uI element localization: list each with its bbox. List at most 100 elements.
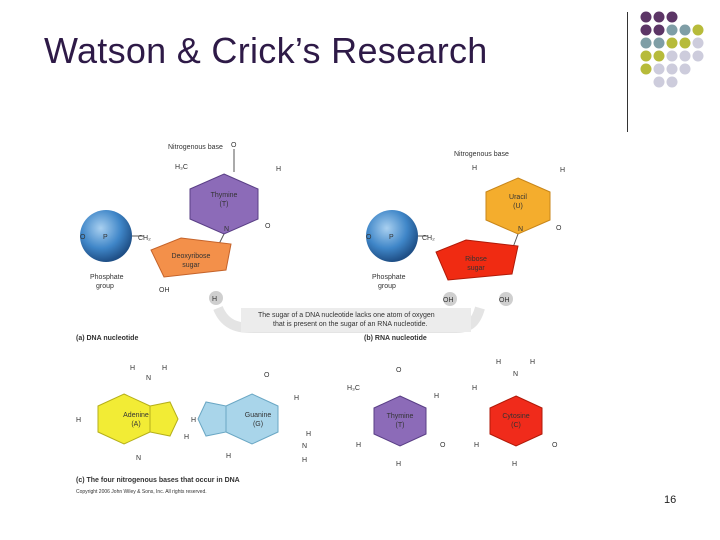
phosphate-label-a-1: Phosphate [90, 274, 124, 281]
decorative-dot [640, 63, 652, 75]
thymine2-abbr: (T) [396, 422, 405, 429]
atom-o: O [264, 372, 270, 379]
atom-h: H [294, 395, 299, 402]
atom-h: H [184, 434, 189, 441]
cytosine-ring [489, 395, 543, 447]
oh-label: OH [443, 297, 454, 304]
decorative-dot [653, 24, 665, 36]
caption-b: (b) RNA nucleotide [364, 335, 427, 342]
atom-h: H [226, 453, 231, 460]
decorative-dot [666, 50, 678, 62]
cytosine-name: Cytosine [502, 413, 529, 420]
caption-a: (a) DNA nucleotide [76, 335, 138, 342]
atom-h: H [306, 431, 311, 438]
atom-h: H [434, 393, 439, 400]
nitrogenous-base-label-b: Nitrogenous base [454, 151, 509, 158]
atom-h: H [472, 385, 477, 392]
divider-line [627, 12, 628, 132]
nucleotide-figure: Nitrogenous base Thymine (T) O H₃C H O N… [66, 132, 577, 496]
phosphate-sphere-a [80, 210, 132, 262]
atom-h: H [396, 461, 401, 468]
atom-h: H [162, 365, 167, 372]
atom-o: O [552, 442, 558, 449]
atom-o: O [556, 225, 562, 232]
ribose-label-2: sugar [467, 265, 485, 272]
phosphate-label-a-2: group [96, 283, 114, 290]
thymine-ring-c [373, 395, 427, 447]
atom-p: P [103, 234, 108, 241]
decorative-dot [666, 37, 678, 49]
thymine-abbr: (T) [220, 201, 229, 208]
atom-h: H [76, 417, 81, 424]
atom-n: N [224, 226, 229, 233]
decorative-dot [692, 50, 704, 62]
atom-p: P [389, 234, 394, 241]
atom-o: O [80, 234, 86, 241]
decorative-dot [653, 76, 665, 88]
thymine2-name: Thymine [387, 413, 414, 420]
decorative-dot [653, 63, 665, 75]
uracil-name: Uracil [509, 194, 527, 201]
atom-h: H [560, 167, 565, 174]
deoxyribose-label-1: Deoxyribose [172, 253, 211, 260]
atom-o: O [231, 142, 237, 149]
h-label: H [212, 296, 217, 303]
phosphate-label-b-2: group [378, 283, 396, 290]
thymine-name: Thymine [211, 192, 238, 199]
decorative-dot [666, 24, 678, 36]
adenine-name: Adenine [123, 412, 149, 419]
page-number: 16 [664, 494, 677, 506]
atom-n: N [136, 455, 141, 462]
decorative-dot [653, 37, 665, 49]
atom-n: N [518, 226, 523, 233]
atom-h: H [530, 359, 535, 366]
note-line-1: The sugar of a DNA nucleotide lacks one … [258, 312, 435, 319]
nitrogenous-base-label-a: Nitrogenous base [168, 144, 223, 151]
oh-label: OH [499, 297, 510, 304]
cytosine-abbr: (C) [511, 422, 521, 429]
copyright-text: Copyright 2006 John Wiley & Sons, Inc. A… [76, 489, 207, 495]
decorative-dot [692, 37, 704, 49]
decorative-dot [653, 50, 665, 62]
ch2-label-a: CH₂ [138, 235, 151, 242]
ribose-ring [435, 239, 519, 281]
decorative-dot [679, 50, 691, 62]
decorative-dot [640, 37, 652, 49]
atom-n: N [146, 375, 151, 382]
adenine-abbr: (A) [131, 421, 140, 428]
decorative-dot [653, 11, 665, 23]
decorative-dot [640, 24, 652, 36]
caption-c: (c) The four nitrogenous bases that occu… [76, 477, 240, 484]
atom-o: O [265, 223, 271, 230]
atom-o: O [440, 442, 446, 449]
atom-o: O [396, 367, 402, 374]
deoxyribose-ring [150, 237, 232, 278]
slide-title: Watson & Crick’s Research [44, 30, 488, 71]
guanine-ring [225, 393, 279, 445]
deoxyribose-label-2: sugar [182, 262, 200, 269]
guanine-ring-2 [197, 401, 227, 437]
h3c-label-a: H₃C [175, 164, 188, 171]
decorative-dot [640, 11, 652, 23]
adenine-ring-2 [149, 401, 179, 437]
h3c-label-c: H₃C [347, 385, 360, 392]
note-line-2: that is present on the sugar of an RNA n… [273, 321, 428, 328]
atom-h: H [472, 165, 477, 172]
atom-h: H [191, 417, 196, 424]
atom-n: N [302, 443, 307, 450]
decorative-dot-grid [640, 11, 704, 88]
decorative-dot [666, 76, 678, 88]
atom-h: H [130, 365, 135, 372]
nucleotide-diagram: Nitrogenous base Thymine (T) O H₃C H O N… [76, 142, 565, 495]
ribose-label-1: Ribose [465, 256, 487, 263]
atom-h: H [512, 461, 517, 468]
decorative-dot [640, 50, 652, 62]
atom-h: H [302, 457, 307, 464]
decorative-dot [679, 63, 691, 75]
atom-h: H [356, 442, 361, 449]
decorative-dot [679, 24, 691, 36]
guanine-name: Guanine [245, 412, 272, 419]
adenine-ring [97, 393, 151, 445]
atom-h: H [474, 442, 479, 449]
decorative-dot [692, 24, 704, 36]
